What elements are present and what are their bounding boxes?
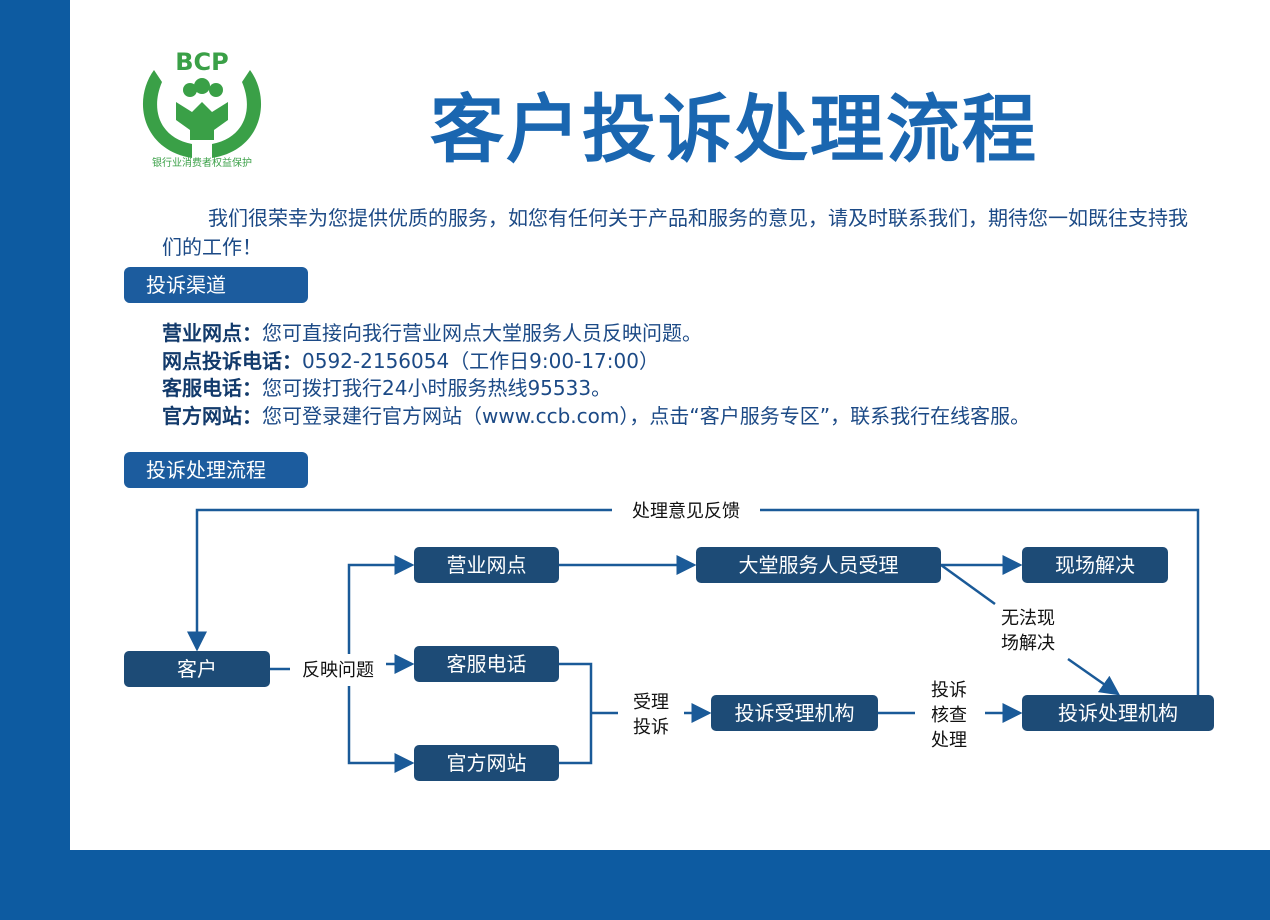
bcp-logo: BCP 银行业消费者权益保护 (142, 48, 262, 169)
edge-merge (559, 662, 618, 765)
channel-label: 网点投诉电话： (162, 349, 302, 373)
channel-text: 0592-2156054（工作日9:00-17:00） (302, 349, 659, 373)
node-accept-org: 投诉受理机构 (711, 695, 878, 731)
section-channels: 投诉渠道 (124, 267, 308, 303)
flow-connectors (0, 508, 1200, 773)
channel-text: 您可直接向我行营业网点大堂服务人员反映问题。 (262, 321, 702, 345)
node-website: 官方网站 (414, 745, 559, 781)
channel-branch-phone: 网点投诉电话：0592-2156054（工作日9:00-17:00） (162, 345, 659, 374)
node-hotline: 客服电话 (414, 646, 559, 682)
label-accept: 受理 投诉 (633, 692, 669, 738)
channel-hotline: 客服电话：您可拨打我行24小时服务热线95533。 (162, 372, 611, 401)
node-handle-org: 投诉处理机构 (1022, 695, 1214, 731)
channel-label: 营业网点： (162, 321, 262, 345)
channel-branch: 营业网点：您可直接向我行营业网点大堂服务人员反映问题。 (162, 317, 702, 346)
svg-text:银行业消费者权益保护: 银行业消费者权益保护 (152, 156, 252, 169)
channel-label: 客服电话： (162, 376, 262, 400)
edge-to-website (347, 686, 415, 773)
frame-left-bar (0, 0, 70, 920)
page-title: 客户投诉处理流程 (430, 87, 1038, 173)
node-lobby: 大堂服务人员受理 (696, 547, 941, 583)
edge-lobby-unresolved (940, 563, 996, 606)
channel-text: 您可拨打我行24小时服务热线95533。 (262, 376, 612, 400)
label-feedback: 处理意见反馈 (632, 501, 740, 522)
edge-unresolved-handle (1067, 657, 1121, 696)
label-unresolved: 无法现 场解决 (1001, 608, 1055, 654)
svg-text:BCP: BCP (175, 48, 229, 76)
node-branch: 营业网点 (414, 547, 559, 583)
section-process: 投诉处理流程 (124, 452, 308, 488)
edge-feedback (197, 508, 1200, 695)
label-verify: 投诉 核查 处理 (931, 680, 967, 751)
label-report: 反映问题 (302, 660, 374, 681)
intro-text: 我们很荣幸为您提供优质的服务，如您有任何关于产品和服务的意见，请及时联系我们，期… (162, 206, 1188, 259)
edge-to-branch (347, 555, 415, 654)
node-customer: 客户 (124, 651, 270, 687)
node-onsite: 现场解决 (1022, 547, 1168, 583)
channel-text: 您可登录建行官方网站（www.ccb.com），点击“客户服务专区”，联系我行在… (262, 404, 1031, 428)
frame-bottom-bar (0, 850, 1270, 920)
channel-website: 官方网站：您可登录建行官方网站（www.ccb.com），点击“客户服务专区”，… (162, 400, 1030, 429)
channel-label: 官方网站： (162, 404, 262, 428)
